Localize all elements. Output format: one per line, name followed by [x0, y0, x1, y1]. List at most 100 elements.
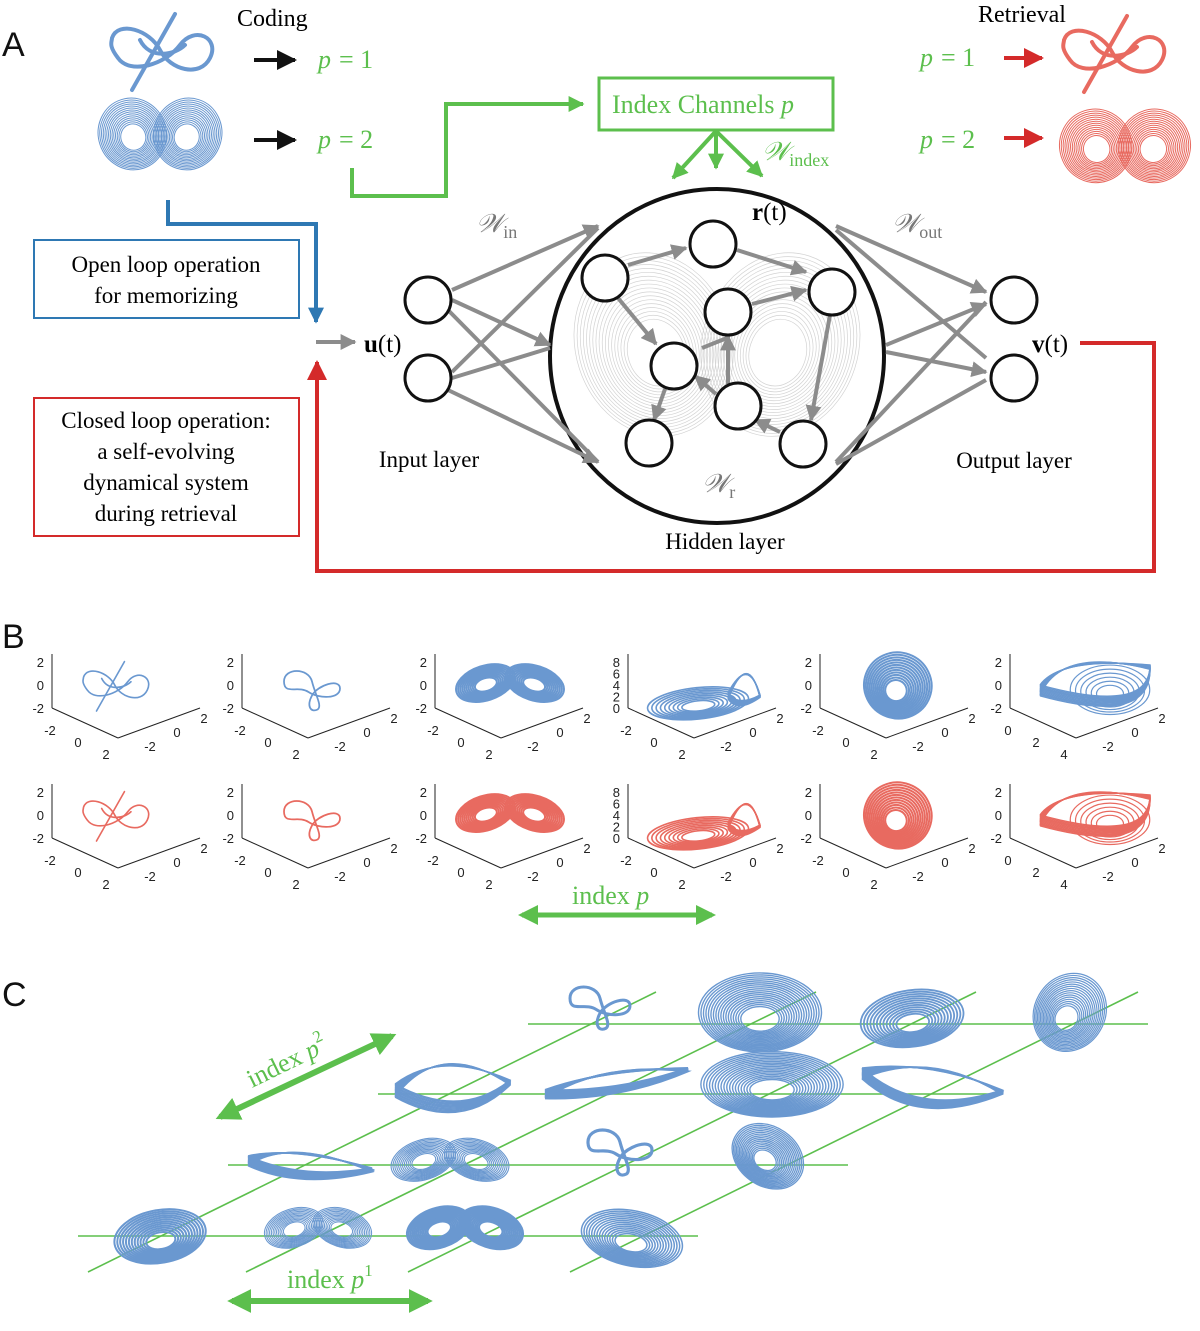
z-tick-label: 2 — [995, 785, 1002, 800]
retrieval-p1-label: p= 1 — [918, 43, 975, 72]
hidden-node-7 — [624, 418, 674, 468]
output-node-1 — [989, 275, 1039, 325]
y-tick-label: 0 — [941, 725, 948, 740]
input-node-1 — [403, 275, 453, 325]
panel-c-attractor-r4c4 — [580, 1208, 684, 1269]
y-tick-label: 2 — [200, 711, 207, 726]
z-tick-label: 6 — [613, 797, 620, 812]
z-tick-label: 0 — [227, 808, 234, 823]
hidden-node-3 — [703, 287, 753, 337]
hidden-node-8 — [778, 419, 828, 469]
y-tick-label: -2 — [144, 869, 156, 884]
retrieval-p2-label: p= 2 — [918, 125, 975, 154]
y-tick-label: 2 — [776, 711, 783, 726]
x-tick-label: 0 — [264, 865, 271, 880]
panel-c-attractor-r1c3 — [859, 988, 965, 1049]
x-tick-label: -2 — [234, 723, 246, 738]
panel-b-attractor-2-retrieved: 20-2-202-202 — [222, 784, 398, 892]
panel-c-attractor-r2c1 — [394, 1063, 512, 1114]
y-tick-label: 2 — [776, 841, 783, 856]
z-tick-label: -2 — [32, 831, 44, 846]
index-arrow-right — [714, 129, 764, 178]
x-tick-label: 2 — [678, 747, 685, 762]
panel-b-attractor-1-original: 20-2-202-202 — [32, 654, 208, 762]
y-tick-label: 2 — [1158, 711, 1165, 726]
x-tick-label: -2 — [620, 853, 632, 868]
coding-attractor-2 — [97, 97, 223, 171]
y-tick-label: -2 — [334, 739, 346, 754]
panel-c-attractor-r2c4 — [861, 1065, 1005, 1110]
z-tick-label: 2 — [805, 655, 812, 670]
z-tick-label: -2 — [222, 831, 234, 846]
panel-b-attractor-1-retrieved: 20-2-202-202 — [32, 784, 208, 892]
open-loop-box — [33, 239, 300, 319]
hidden-node-4 — [807, 267, 857, 317]
panel-b-letter: B — [2, 618, 25, 656]
panel-c-attractor-r1c4 — [1032, 972, 1108, 1053]
x-tick-label: 0 — [457, 865, 464, 880]
x-tick-label: 0 — [650, 865, 657, 880]
x-tick-label: -2 — [812, 723, 824, 738]
panel-c-attractor-r3c4 — [731, 1122, 805, 1190]
z-tick-label: 2 — [37, 655, 44, 670]
z-tick-label: 0 — [420, 808, 427, 823]
x-tick-label: -2 — [234, 853, 246, 868]
coding-attractor-1 — [109, 12, 215, 92]
y-tick-label: 0 — [363, 725, 370, 740]
z-tick-label: -2 — [990, 701, 1002, 716]
z-tick-label: 2 — [227, 785, 234, 800]
x-tick-label: 2 — [292, 747, 299, 762]
output-node-2 — [989, 353, 1039, 403]
hidden-node-6 — [713, 381, 763, 431]
y-tick-label: -2 — [720, 869, 732, 884]
panel-b: B 20-2-202-20220-2-202-20220-2-202-20220… — [2, 618, 1166, 925]
hidden-internal-connections — [616, 244, 832, 434]
z-tick-label: 2 — [420, 655, 427, 670]
z-tick-label: 0 — [995, 808, 1002, 823]
x-tick-label: 2 — [485, 877, 492, 892]
panel-c-attractor-r1c1 — [568, 985, 632, 1031]
z-tick-label: 2 — [37, 785, 44, 800]
z-tick-label: 4 — [613, 808, 620, 823]
z-tick-label: 0 — [995, 678, 1002, 693]
w-index-label: 𝒲index — [762, 137, 829, 170]
x-tick-label: 0 — [457, 735, 464, 750]
x-tick-label: -2 — [44, 723, 56, 738]
hidden-node-5 — [649, 341, 699, 391]
y-tick-label: 0 — [173, 725, 180, 740]
panel-c-attractor-r3c1 — [247, 1151, 376, 1181]
x-tick-label: 2 — [678, 877, 685, 892]
retrieval-attractor-2 — [1059, 108, 1191, 184]
z-tick-label: -2 — [800, 701, 812, 716]
x-tick-label: 2 — [870, 877, 877, 892]
x-tick-label: 2 — [1032, 865, 1039, 880]
y-tick-label: 0 — [556, 855, 563, 870]
z-tick-label: 2 — [613, 820, 620, 835]
x-tick-label: 0 — [74, 865, 81, 880]
hidden-node-2 — [688, 219, 738, 269]
x-tick-label: 2 — [102, 747, 109, 762]
z-tick-label: -2 — [415, 701, 427, 716]
coding-p1-label: p= 1 — [316, 45, 373, 74]
closed-loop-line2: a self-evolving — [97, 439, 235, 464]
y-tick-label: 2 — [200, 841, 207, 856]
panel-b-attractor-5-retrieved: 20-2-202-202 — [800, 781, 976, 892]
z-tick-label: 2 — [995, 655, 1002, 670]
x-tick-label: 2 — [102, 877, 109, 892]
z-tick-label: 2 — [420, 785, 427, 800]
x-tick-label: 4 — [1060, 877, 1067, 892]
y-tick-label: 2 — [583, 841, 590, 856]
panel-b-attractor-3-original: 20-2-202-202 — [415, 654, 591, 762]
y-tick-label: 2 — [390, 841, 397, 856]
panel-c-attractor-r4c1 — [113, 1208, 207, 1265]
x-tick-label: 0 — [842, 735, 849, 750]
hidden-node-1 — [580, 253, 630, 303]
panel-c: C index p2 index p1 — [2, 972, 1148, 1313]
input-hidden-connections — [446, 224, 600, 464]
x-tick-label: 2 — [292, 877, 299, 892]
x-tick-label: -2 — [812, 853, 824, 868]
index-channels-box — [597, 76, 835, 132]
input-node-2 — [403, 353, 453, 403]
x-tick-label: 0 — [74, 735, 81, 750]
